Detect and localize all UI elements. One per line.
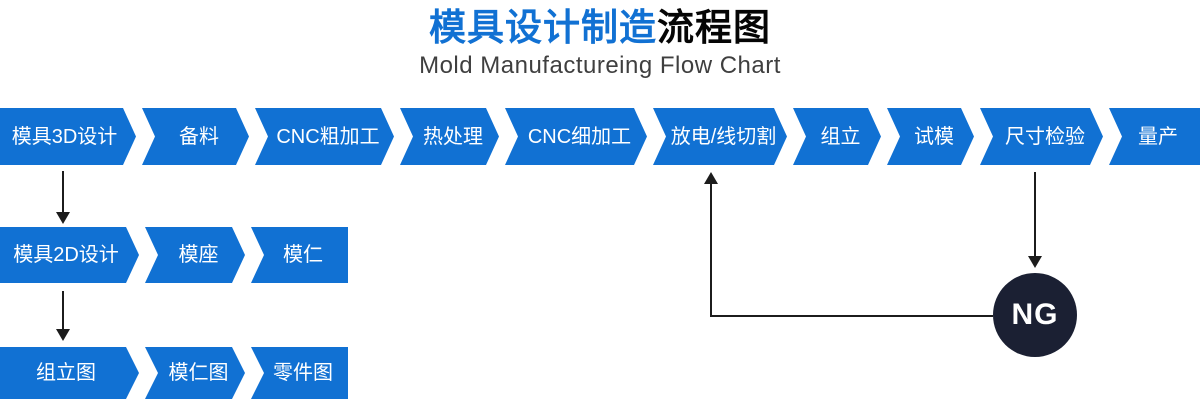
page-title-rest: 流程图 [657,7,771,48]
flow-step-mold-2d-design: 模具2D设计 [0,227,139,283]
flow-step-assembly-drawing: 组立图 [0,347,139,399]
flow-step-mold-base: 模座 [145,227,245,283]
ng-badge: NG [993,273,1077,357]
arrow-ng-feedback [704,172,993,317]
flow-step-cnc-fine: CNC细加工 [505,108,647,165]
arrow-3d-to-2d [56,171,70,224]
arrow-check-to-ng [1028,172,1042,268]
flow-step-part-drawing: 零件图 [251,347,348,399]
page-title: 模具设计制造流程图 [0,6,1200,50]
flow-step-trial-mold: 试模 [887,108,974,165]
flow-step-core-drawing: 模仁图 [145,347,245,399]
flow-step-material-prep: 备料 [142,108,249,165]
flow-step-assembly: 组立 [793,108,881,165]
flow-step-heat-treatment: 热处理 [400,108,499,165]
header: 模具设计制造流程图 Mold Manufactureing Flow Chart [0,6,1200,80]
flow-step-dimension-check: 尺寸检验 [980,108,1103,165]
flow-step-edm-wirecut: 放电/线切割 [653,108,787,165]
flow-row-2d-design: 模具2D设计 模座 模仁 [0,227,348,283]
page-title-highlight: 模具设计制造 [429,7,657,48]
flow-row-drawings: 组立图 模仁图 零件图 [0,347,348,399]
flow-step-mass-production: 量产 [1109,108,1200,165]
page-subtitle: Mold Manufactureing Flow Chart [419,52,781,80]
flow-row-main: 模具3D设计 备料 CNC粗加工 热处理 CNC细加工 放电/线切割 组立 试模… [0,108,1200,165]
flow-step-mold-3d-design: 模具3D设计 [0,108,136,165]
flow-step-mold-core: 模仁 [251,227,348,283]
arrow-2d-to-drawings [56,291,70,341]
flow-step-cnc-rough: CNC粗加工 [255,108,394,165]
